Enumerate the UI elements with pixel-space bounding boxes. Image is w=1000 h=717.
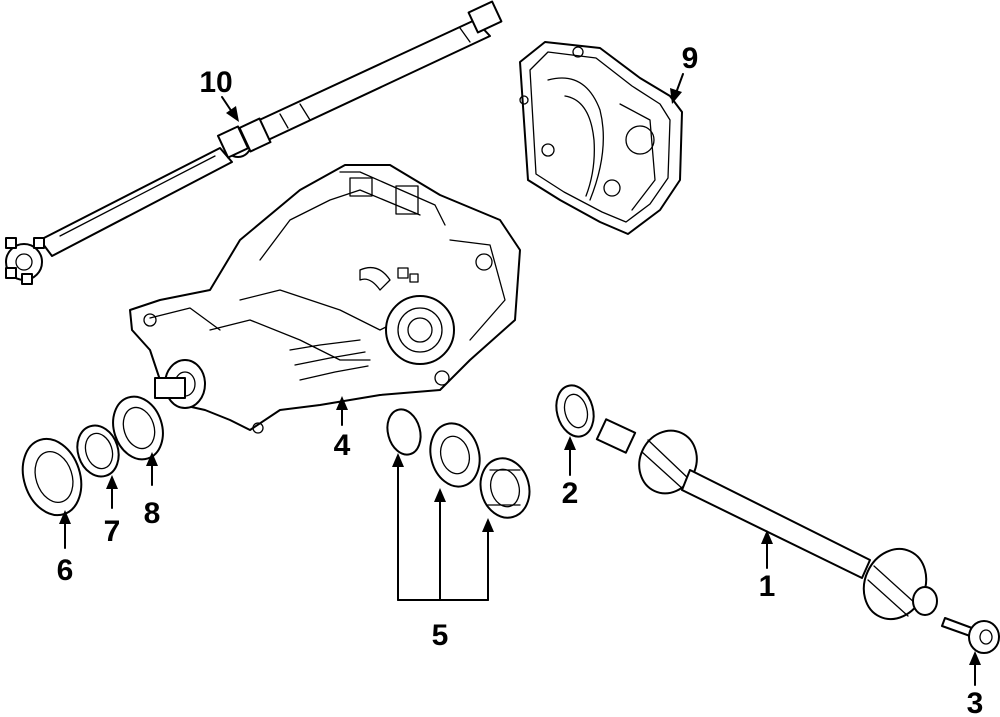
cover-drawing — [519, 41, 683, 235]
callout-8: 8 — [144, 497, 161, 530]
ring-seal-drawing — [555, 384, 595, 438]
axle-shaft-drawing — [595, 418, 938, 621]
callout-5: 5 — [432, 619, 449, 652]
seal-ring-drawing — [112, 395, 164, 461]
callout-2: 2 — [562, 477, 579, 510]
drive-shaft-drawing — [5, 0, 503, 285]
bearing-kit-drawing — [386, 408, 531, 519]
leader-lines — [59, 73, 981, 686]
callout-4: 4 — [334, 429, 351, 462]
pinion-flange — [154, 359, 206, 409]
callout-6: 6 — [57, 554, 74, 587]
differential-housing-drawing — [129, 164, 521, 434]
callout-1: 1 — [759, 570, 776, 603]
snap-ring-drawing — [76, 424, 120, 478]
callout-7: 7 — [104, 515, 121, 548]
callout-labels: 1 2 3 4 5 6 7 8 9 10 — [57, 42, 984, 717]
bolt-drawing — [941, 617, 1000, 654]
callout-9: 9 — [682, 42, 699, 75]
flange-joint — [5, 237, 45, 285]
callout-3: 3 — [967, 687, 984, 717]
callout-10: 10 — [199, 66, 232, 99]
